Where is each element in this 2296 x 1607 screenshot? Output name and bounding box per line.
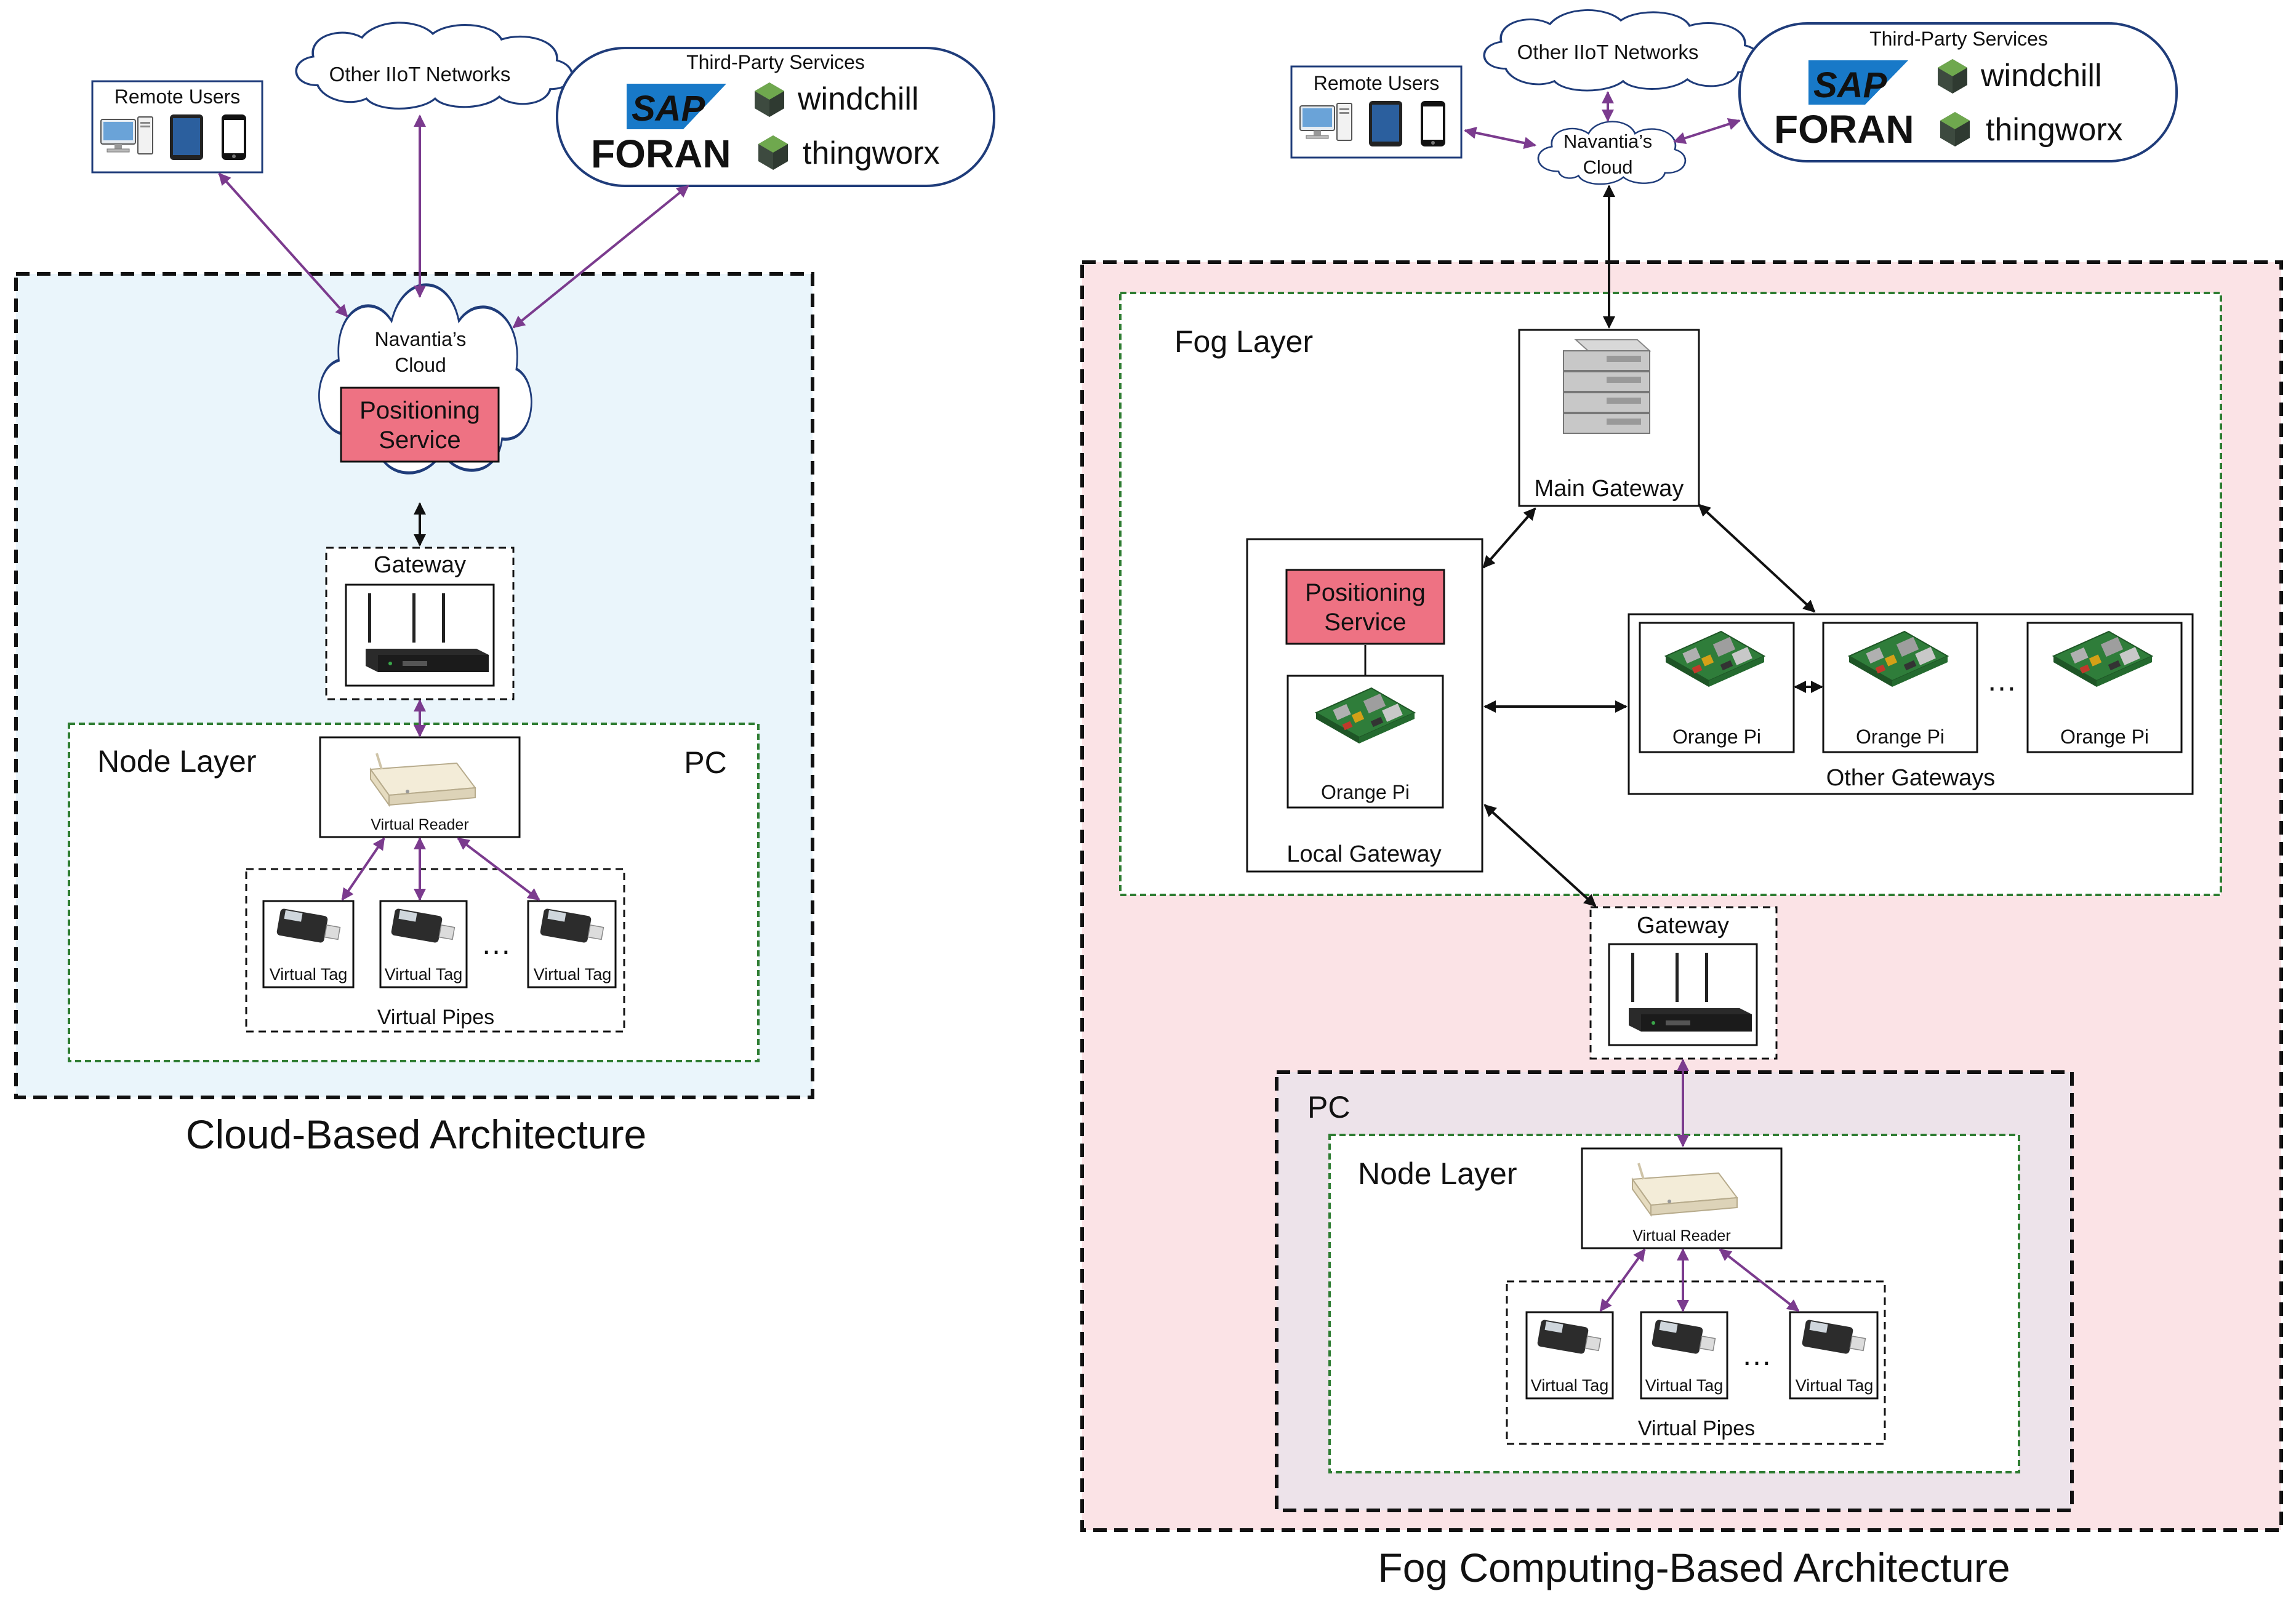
virtual-pipes-box: Virtual Tag Virtual Tag … Virtual Tag Vi… bbox=[1506, 1280, 1886, 1445]
third-party-services: Third-Party Services SAP FORAN windchill… bbox=[1738, 22, 2178, 162]
main-gateway-box: Main Gateway bbox=[1518, 329, 1700, 507]
cloud-label-line2: Cloud bbox=[1583, 156, 1633, 178]
left-connections bbox=[218, 114, 689, 901]
windchill-logo: windchill bbox=[1980, 58, 2102, 94]
orange-pi-label: Orange Pi bbox=[2060, 726, 2149, 748]
positioning-service-line2: Service bbox=[1324, 609, 1406, 636]
virtual-tag-label: Virtual Tag bbox=[1796, 1376, 1874, 1395]
virtual-tag-label: Virtual Tag bbox=[1531, 1376, 1609, 1395]
node-layer-label: Node Layer bbox=[97, 744, 257, 779]
svg-text:SAP: SAP bbox=[632, 89, 705, 129]
ellipsis: … bbox=[1741, 1337, 1772, 1372]
foran-logo: FORAN bbox=[1774, 107, 1914, 151]
right-connections bbox=[1464, 91, 1823, 1312]
cloud-label-line1: Navantia’s bbox=[1563, 130, 1652, 152]
server-icon bbox=[1563, 339, 1650, 434]
third-party-services: Third-Party Services SAP FORAN windchill… bbox=[556, 47, 995, 187]
virtual-pipes-label: Virtual Pipes bbox=[1638, 1417, 1755, 1440]
remote-users-label: Remote Users bbox=[114, 86, 241, 108]
remote-users-label: Remote Users bbox=[1314, 72, 1440, 94]
virtual-pipes-box: Virtual Tag Virtual Tag … Virtual Tag Vi… bbox=[245, 868, 625, 1033]
svg-text:SAP: SAP bbox=[1813, 65, 1887, 105]
ellipsis: … bbox=[1986, 663, 2017, 697]
sap-logo: SAP bbox=[1808, 60, 1908, 105]
orange-pi-label: Orange Pi bbox=[1856, 726, 1945, 748]
tablet-icon bbox=[170, 114, 203, 160]
thingworx-logo: thingworx bbox=[803, 135, 940, 171]
main-gateway-label: Main Gateway bbox=[1535, 476, 1684, 502]
other-networks-label: Other IIoT Networks bbox=[329, 63, 511, 86]
virtual-tag-label: Virtual Tag bbox=[1645, 1376, 1724, 1395]
orange-pi-label: Orange Pi bbox=[1672, 726, 1761, 748]
navantia-cloud: Navantia’s Cloud bbox=[1537, 121, 1687, 185]
pc-label: PC bbox=[1307, 1090, 1350, 1124]
cloud-architecture-caption: Cloud-Based Architecture bbox=[186, 1112, 646, 1157]
fog-architecture-caption: Fog Computing-Based Architecture bbox=[1378, 1545, 2010, 1590]
other-gateways-label: Other Gateways bbox=[1826, 765, 1996, 791]
virtual-tag-label: Virtual Tag bbox=[270, 965, 348, 984]
sap-logo: SAP bbox=[627, 84, 726, 129]
thingworx-logo: thingworx bbox=[1986, 112, 2123, 148]
virtual-pipes-label: Virtual Pipes bbox=[377, 1006, 494, 1029]
gateway-box: Gateway bbox=[1589, 906, 1778, 1060]
cloud-label-line1: Navantia’s bbox=[375, 328, 467, 350]
virtual-tag-label: Virtual Tag bbox=[385, 965, 463, 984]
local-gateway-box: Positioning Service Orange Pi Local Gate… bbox=[1246, 538, 1483, 873]
navantia-cloud: Navantia’s Cloud Positioning Service bbox=[319, 285, 531, 473]
third-party-label: Third-Party Services bbox=[1869, 28, 2048, 50]
gateway-label: Gateway bbox=[374, 552, 466, 578]
local-gateway-label: Local Gateway bbox=[1286, 841, 1441, 867]
node-layer-label: Node Layer bbox=[1358, 1156, 1517, 1191]
other-gateways-box: Orange Pi Orange Pi … Orange Pi Other Ga… bbox=[1628, 613, 2194, 795]
virtual-reader-box: Virtual Reader bbox=[1581, 1147, 1783, 1249]
cloud-label-line2: Cloud bbox=[395, 354, 446, 376]
third-party-label: Third-Party Services bbox=[686, 51, 865, 73]
other-networks-label: Other IIoT Networks bbox=[1517, 41, 1699, 63]
remote-users-box: Remote Users bbox=[1290, 65, 1463, 159]
gateway-box: Gateway bbox=[325, 547, 515, 700]
foran-logo: FORAN bbox=[591, 132, 731, 176]
other-networks-cloud: Other IIoT Networks bbox=[295, 22, 574, 110]
ellipsis: … bbox=[481, 926, 512, 961]
virtual-reader-label: Virtual Reader bbox=[371, 816, 468, 833]
phone-icon bbox=[222, 114, 246, 160]
tablet-icon bbox=[1369, 101, 1402, 146]
windchill-logo: windchill bbox=[797, 81, 919, 117]
positioning-service-box bbox=[340, 387, 500, 463]
positioning-service-box bbox=[1285, 569, 1445, 645]
positioning-service-line1: Positioning bbox=[1305, 579, 1426, 606]
remote-users-box: Remote Users bbox=[91, 80, 263, 174]
fog-layer-label: Fog Layer bbox=[1174, 324, 1313, 359]
other-networks-cloud: Other IIoT Networks bbox=[1483, 9, 1762, 92]
gateway-label: Gateway bbox=[1637, 913, 1729, 939]
virtual-reader-label: Virtual Reader bbox=[1632, 1227, 1730, 1244]
pc-label: PC bbox=[684, 745, 726, 780]
positioning-service-line1: Positioning bbox=[359, 397, 480, 424]
positioning-service-line2: Service bbox=[379, 427, 460, 454]
virtual-tag-label: Virtual Tag bbox=[534, 965, 612, 984]
phone-icon bbox=[1421, 101, 1445, 146]
virtual-reader-box: Virtual Reader bbox=[319, 736, 521, 838]
orange-pi-label: Orange Pi bbox=[1321, 781, 1410, 803]
